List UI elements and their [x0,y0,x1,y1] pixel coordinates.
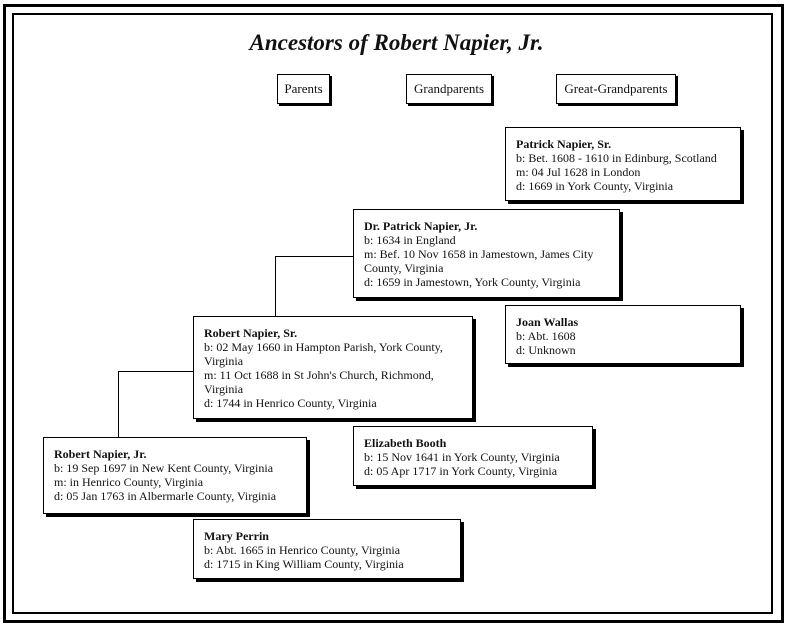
marriage-info: m: 04 Jul 1628 in London [516,165,641,179]
birth-info: b: 15 Nov 1641 in York County, Virginia [364,450,560,464]
marriage-info: m: 11 Oct 1688 in St John's Church, Rich… [204,368,434,396]
death-info: d: Unknown [516,343,576,357]
birth-info: b: Bet. 1608 - 1610 in Edinburg, Scotlan… [516,151,717,165]
connector-line [275,256,276,316]
person-card-patrick-napier-jr: Dr. Patrick Napier, Jr. b: 1634 in Engla… [353,209,620,298]
death-info: d: 05 Apr 1717 in York County, Virginia [364,464,558,478]
connector-line [118,371,119,437]
person-card-elizabeth-booth: Elizabeth Booth b: 15 Nov 1641 in York C… [353,426,593,486]
person-name: Mary Perrin [204,529,269,543]
birth-info: b: Abt. 1665 in Henrico County, Virginia [204,543,401,557]
chart-title: Ancestors of Robert Napier, Jr. [249,30,544,55]
inner-border [12,13,773,614]
connector-line [118,371,193,372]
person-name: Robert Napier, Sr. [204,326,298,340]
death-info: d: 1669 in York County, Virginia [516,179,674,193]
birth-info: b: 19 Sep 1697 in New Kent County, Virgi… [54,461,274,475]
person-card-patrick-napier-sr: Patrick Napier, Sr. b: Bet. 1608 - 1610 … [505,127,741,201]
death-info: d: 1744 in Henrico County, Virginia [204,396,377,410]
header-parents: Parents [277,74,330,104]
birth-info: b: Abt. 1608 [516,329,576,343]
birth-info: b: 1634 in England [364,233,456,247]
death-info: d: 05 Jan 1763 in Albermarle County, Vir… [54,489,277,503]
outer-border [3,4,784,623]
header-grandparents: Grandparents [406,74,492,104]
death-info: d: 1659 in Jamestown, York County, Virgi… [364,275,581,289]
marriage-info: m: in Henrico County, Virginia [54,475,204,489]
person-name: Elizabeth Booth [364,436,447,450]
person-name: Joan Wallas [516,315,579,329]
person-name: Dr. Patrick Napier, Jr. [364,219,478,233]
person-card-mary-perrin: Mary Perrin b: Abt. 1665 in Henrico Coun… [193,519,461,579]
person-card-joan-wallas: Joan Wallas b: Abt. 1608 d: Unknown [505,305,741,364]
death-info: d: 1715 in King William County, Virginia [204,557,404,571]
person-card-robert-napier-jr: Robert Napier, Jr. b: 19 Sep 1697 in New… [43,437,307,514]
connector-line [275,256,353,257]
marriage-info: m: Bef. 10 Nov 1658 in Jamestown, James … [364,247,594,275]
person-name: Patrick Napier, Sr. [516,137,612,151]
person-name: Robert Napier, Jr. [54,447,147,461]
birth-info: b: 02 May 1660 in Hampton Parish, York C… [204,340,443,368]
person-card-robert-napier-sr: Robert Napier, Sr. b: 02 May 1660 in Ham… [193,316,473,419]
header-great-grandparents: Great-Grandparents [556,74,676,104]
